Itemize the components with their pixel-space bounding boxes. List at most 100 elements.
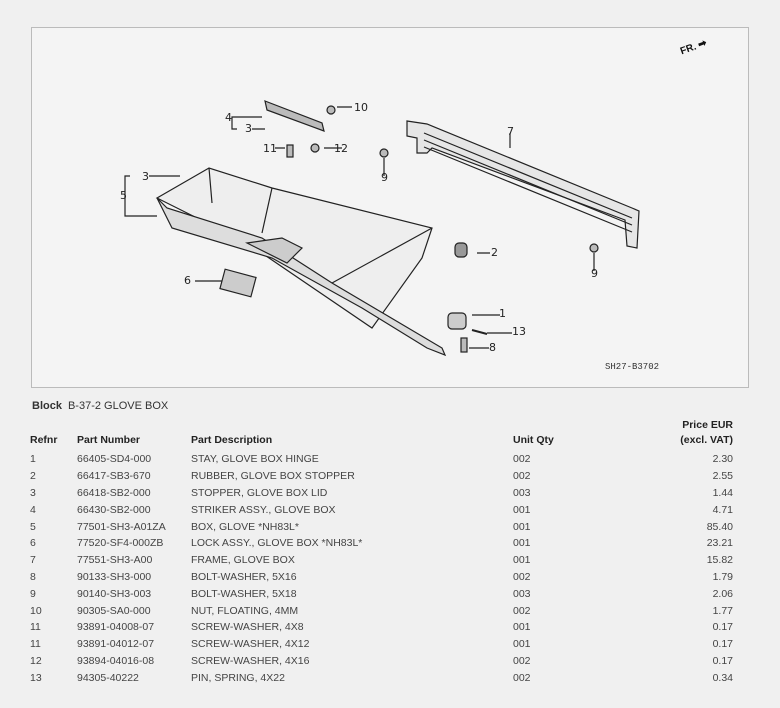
callout-1: 1 bbox=[499, 307, 506, 320]
cell-unit-qty: 003 bbox=[513, 587, 531, 600]
cell-price: 4.71 bbox=[712, 503, 733, 516]
cell-unit-qty: 002 bbox=[513, 604, 531, 617]
cell-description: BOLT-WASHER, 5X18 bbox=[191, 587, 297, 600]
header-price: Price EUR (excl. VAT) bbox=[623, 418, 733, 451]
cell-price: 2.30 bbox=[712, 453, 733, 466]
cell-refnr: 8 bbox=[30, 570, 36, 583]
cell-part-number: 66417-SB3-670 bbox=[77, 470, 151, 483]
cell-refnr: 13 bbox=[30, 671, 42, 684]
cell-unit-qty: 002 bbox=[513, 654, 531, 667]
header-refnr: Refnr bbox=[30, 434, 58, 446]
cell-part-number: 66405-SD4-000 bbox=[77, 453, 152, 466]
cell-refnr: 4 bbox=[30, 503, 36, 516]
cell-part-number: 90140-SH3-003 bbox=[77, 587, 152, 600]
cell-price: 1.79 bbox=[712, 570, 733, 583]
cell-unit-qty: 001 bbox=[513, 537, 531, 550]
cell-description: BOLT-WASHER, 5X16 bbox=[191, 570, 297, 583]
cell-refnr: 10 bbox=[30, 604, 42, 617]
header-description: Part Description bbox=[191, 434, 273, 446]
cell-description: STRIKER ASSY., GLOVE BOX bbox=[191, 503, 336, 516]
cell-refnr: 11 bbox=[30, 621, 41, 634]
cell-part-number: 77501-SH3-A01ZA bbox=[77, 520, 166, 533]
cell-price: 1.77 bbox=[712, 604, 733, 617]
table-row: 11 93891-04008-07 SCREW-WASHER, 4X8 001 0.17 bbox=[30, 619, 733, 636]
cell-part-number: 90133-SH3-000 bbox=[77, 570, 152, 583]
price-header-line2: (excl. VAT) bbox=[680, 434, 733, 446]
cell-part-number: 93891-04008-07 bbox=[77, 621, 155, 634]
cell-description: RUBBER, GLOVE BOX STOPPER bbox=[191, 470, 355, 483]
cell-part-number: 94305-40222 bbox=[77, 671, 139, 684]
cell-description: NUT, FLOATING, 4MM bbox=[191, 604, 299, 617]
price-header-line1: Price EUR bbox=[682, 419, 733, 431]
cell-description: FRAME, GLOVE BOX bbox=[191, 554, 295, 567]
callout-3b: 3 bbox=[142, 170, 149, 183]
cell-unit-qty: 001 bbox=[513, 638, 531, 651]
cell-refnr: 9 bbox=[30, 587, 36, 600]
cell-part-number: 77520-SF4-000ZB bbox=[77, 537, 164, 550]
callout-10: 10 bbox=[354, 101, 368, 114]
cell-refnr: 5 bbox=[30, 520, 36, 533]
cell-price: 2.55 bbox=[712, 470, 733, 483]
table-row: 5 77501-SH3-A01ZA BOX, GLOVE *NH83L* 001 85.… bbox=[30, 518, 733, 535]
cell-refnr: 11 bbox=[30, 638, 41, 651]
callout-2: 2 bbox=[491, 246, 498, 259]
block-title: Block B-37-2 GLOVE BOX bbox=[32, 400, 168, 412]
cell-price: 0.17 bbox=[712, 638, 733, 651]
cell-unit-qty: 002 bbox=[513, 453, 531, 466]
callout-7: 7 bbox=[507, 125, 514, 138]
table-row: 1 66405-SD4-000 STAY, GLOVE BOX HINGE 002 2.… bbox=[30, 451, 733, 468]
table-row: 7 77551-SH3-A00 FRAME, GLOVE BOX 001 15.82 bbox=[30, 552, 733, 569]
cell-description: LOCK ASSY., GLOVE BOX *NH83L* bbox=[191, 537, 363, 550]
cell-description: PIN, SPRING, 4X22 bbox=[191, 671, 285, 684]
cell-price: 85.40 bbox=[706, 520, 733, 533]
callout-9: 9 bbox=[381, 171, 388, 184]
callout-6: 6 bbox=[184, 274, 191, 287]
block-name: B-37-2 GLOVE BOX bbox=[67, 400, 169, 412]
callout-5: 5 bbox=[120, 189, 127, 202]
exploded-view-drawing bbox=[124, 100, 640, 357]
cell-unit-qty: 002 bbox=[513, 470, 531, 483]
cell-part-number: 77551-SH3-A00 bbox=[77, 554, 153, 567]
table-row: 9 90140-SH3-003 BOLT-WASHER, 5X18 003 2.06 bbox=[30, 585, 733, 602]
cell-unit-qty: 002 bbox=[513, 671, 531, 684]
cell-unit-qty: 003 bbox=[513, 486, 531, 499]
cell-description: BOX, GLOVE *NH83L* bbox=[191, 520, 299, 533]
cell-price: 1.44 bbox=[712, 486, 733, 499]
callout-12: 12 bbox=[334, 142, 348, 155]
cell-part-number: 90305-SA0-000 bbox=[77, 604, 151, 617]
cell-refnr: 7 bbox=[30, 554, 36, 567]
callout-3: 3 bbox=[245, 122, 252, 135]
cell-description: SCREW-WASHER, 4X8 bbox=[191, 621, 304, 634]
cell-refnr: 1 bbox=[30, 453, 36, 466]
drawing-code: SH27-B3702 bbox=[605, 362, 660, 372]
cell-refnr: 6 bbox=[30, 537, 36, 550]
parts-table: Refnr Part Number Part Description Unit … bbox=[30, 418, 733, 686]
cell-price: 2.06 bbox=[712, 587, 733, 600]
callout-13: 13 bbox=[512, 325, 526, 338]
cell-refnr: 12 bbox=[30, 654, 42, 667]
callout-8: 8 bbox=[489, 341, 496, 354]
cell-description: STOPPER, GLOVE BOX LID bbox=[191, 486, 328, 499]
cell-price: 15.82 bbox=[706, 554, 733, 567]
cell-description: STAY, GLOVE BOX HINGE bbox=[191, 453, 319, 466]
table-row: 6 77520-SF4-000ZB LOCK ASSY., GLOVE BOX *N… bbox=[30, 535, 733, 552]
block-label: Block bbox=[32, 400, 62, 412]
cell-part-number: 93891-04012-07 bbox=[77, 638, 155, 651]
cell-price: 0.17 bbox=[712, 654, 733, 667]
parts-diagram: FR. ➡ 10 4 3 7 11 12 9 3 5 2 9 6 1 13 8 … bbox=[31, 27, 749, 388]
cell-unit-qty: 001 bbox=[513, 503, 531, 516]
cell-part-number: 66418-SB2-000 bbox=[77, 486, 151, 499]
cell-unit-qty: 001 bbox=[513, 621, 531, 634]
header-part-number: Part Number bbox=[77, 434, 141, 446]
cell-part-number: 66430-SB2-000 bbox=[77, 503, 151, 516]
cell-unit-qty: 001 bbox=[513, 554, 531, 567]
table-row: 10 90305-SA0-000 NUT, FLOATING, 4MM 002 1.77 bbox=[30, 602, 733, 619]
cell-unit-qty: 001 bbox=[513, 520, 531, 533]
header-unit-qty: Unit Qty bbox=[513, 434, 554, 446]
cell-part-number: 93894-04016-08 bbox=[77, 654, 155, 667]
cell-price: 0.17 bbox=[712, 621, 733, 634]
